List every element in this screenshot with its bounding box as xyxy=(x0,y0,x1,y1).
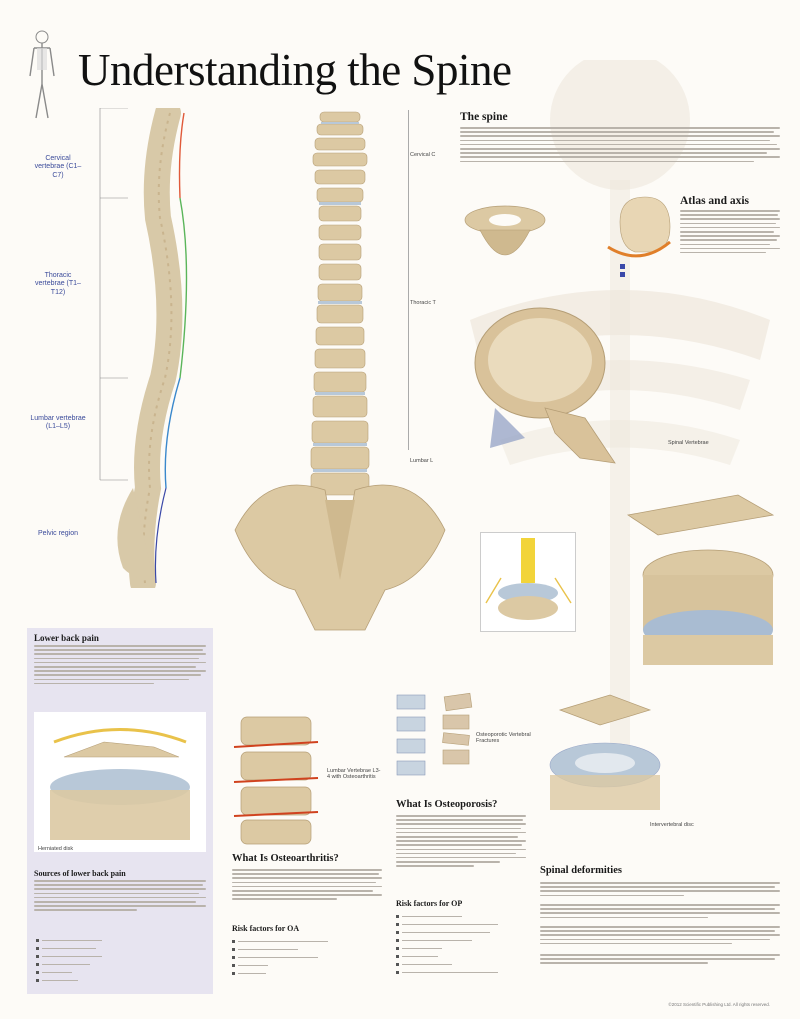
side-label-thoracic: Thoracic T xyxy=(410,300,436,306)
spine-body-text xyxy=(460,127,780,165)
spinal-deformities-text-2 xyxy=(540,904,780,921)
section-title-atlas: Atlas and axis xyxy=(680,195,750,207)
side-label-cervical: Cervical C xyxy=(410,152,436,158)
spinal-deformities-text-4 xyxy=(540,954,780,967)
osteoporosis-text xyxy=(396,815,526,869)
section-title-osteoporosis: What Is Osteoporosis? xyxy=(396,799,498,810)
page-title: Understanding the Spine xyxy=(78,45,512,95)
osteoporotic-fractures-label: Osteoporotic Vertebral Fractures xyxy=(476,732,531,745)
osteoporosis-vertebrae-image xyxy=(395,690,485,790)
sources-pain-text xyxy=(34,880,206,914)
section-title-osteoarthritis: What Is Osteoarthritis? xyxy=(232,853,339,864)
lower-back-pain-text xyxy=(34,645,206,687)
spinal-vertebrae-label: Spinal Vertebrae xyxy=(668,440,709,446)
lumbar-oa-image xyxy=(226,712,326,847)
risk-op-bullets xyxy=(396,913,526,977)
stacked-vertebrae-image xyxy=(598,475,788,675)
herniated-disk-illustration xyxy=(34,712,206,852)
lumbar-label: Lumbar vertebrae (L1–L5) xyxy=(30,415,86,431)
section-title-spine: The spine xyxy=(460,111,508,123)
lumbar-oa-label: Lumbar Vertebrae L3-4 with Osteoarthriti… xyxy=(327,768,381,781)
side-label-lumbar: Lumbar L xyxy=(410,458,434,464)
vertebra-top-view xyxy=(465,298,645,478)
disc-closeup-box xyxy=(480,532,576,632)
section-title-lower-back-pain: Lower back pain xyxy=(34,633,99,643)
atlas-body-text xyxy=(680,210,780,256)
osteoarthritis-text xyxy=(232,869,382,903)
cervical-label: Cervical vertebrae (C1–C7) xyxy=(34,155,82,179)
side-bracket xyxy=(408,110,409,450)
section-title-risk-op: Risk factors for OP xyxy=(396,899,463,908)
atlas-vertebra-image xyxy=(455,200,555,280)
intervertebral-disc-label: Intervertebral disc xyxy=(650,822,694,828)
spinal-deformities-text-3 xyxy=(540,926,780,947)
section-title-sources-pain: Sources of lower back pain xyxy=(34,869,126,878)
pelvic-label: Pelvic region xyxy=(37,530,79,537)
section-title-spinal-deformities: Spinal deformities xyxy=(540,865,622,876)
risk-oa-bullets xyxy=(232,938,382,978)
herniated-disk-label: Herniated disk xyxy=(38,846,74,852)
thoracic-label: Thoracic vertebrae (T1–T12) xyxy=(35,272,81,296)
copyright-footer: ©2012 Scientific Publishing Ltd. All rig… xyxy=(668,1002,770,1007)
spine-side-view xyxy=(98,108,228,588)
section-title-risk-oa: Risk factors for OA xyxy=(232,924,300,933)
spinal-deformities-text-1 xyxy=(540,882,780,899)
spine-front-view xyxy=(225,110,455,650)
skeleton-figure-icon xyxy=(24,28,60,124)
intervertebral-disc-image xyxy=(540,690,670,820)
skull-rotation-image xyxy=(600,192,680,282)
sources-pain-bullets xyxy=(36,937,206,985)
